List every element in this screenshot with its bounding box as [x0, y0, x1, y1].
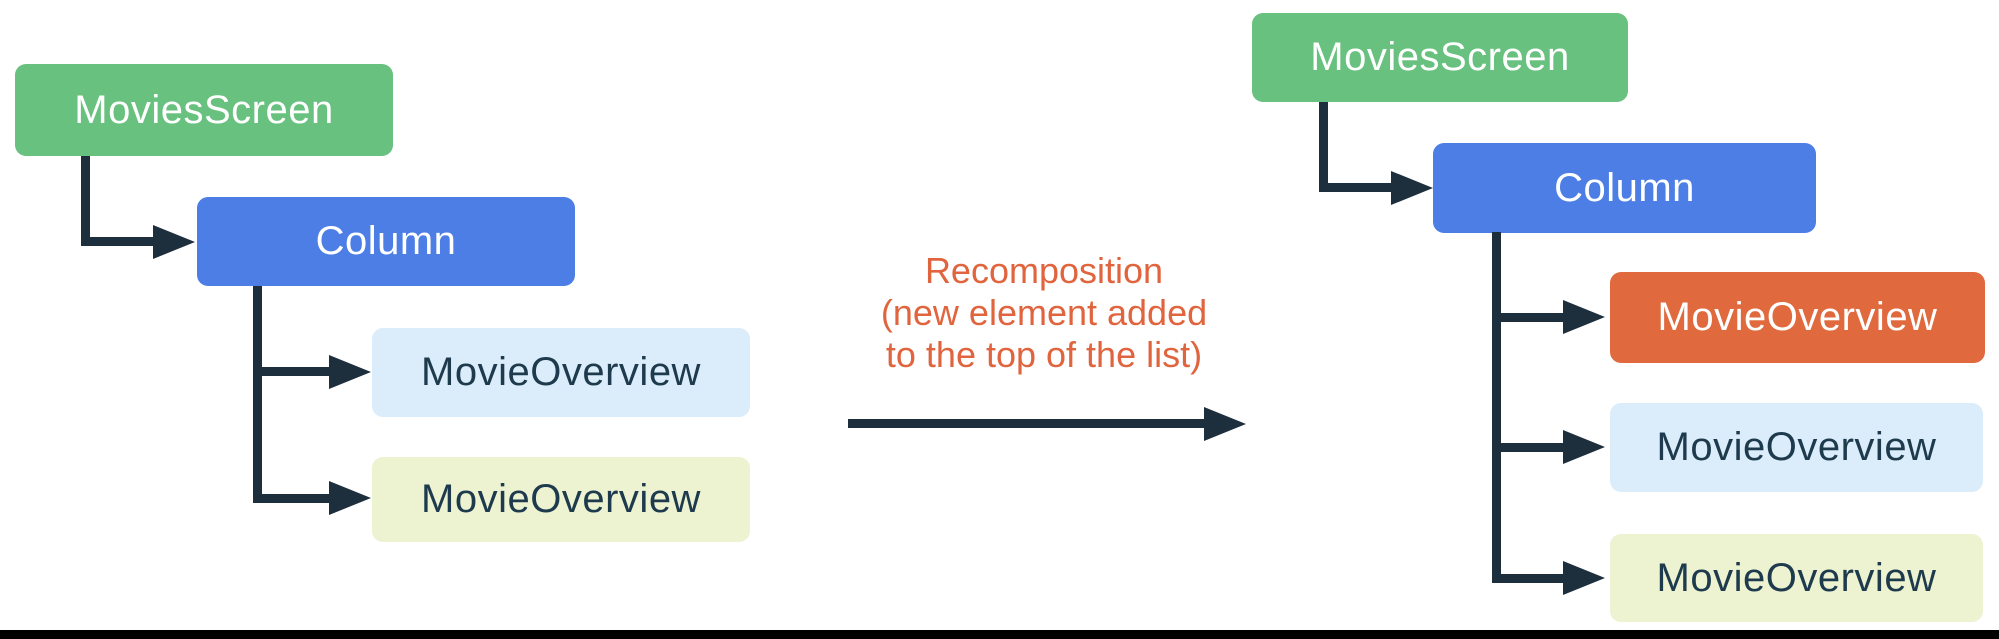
arrowhead-icon [1563, 430, 1605, 464]
node-column-right: Column [1433, 143, 1816, 233]
connector-right-root-vertical [1319, 102, 1328, 192]
node-moviesscreen-right: MoviesScreen [1252, 13, 1628, 102]
node-moviesscreen-left: MoviesScreen [15, 64, 393, 156]
node-column-left: Column [197, 197, 575, 286]
node-movieoverview-right-3: MovieOverview [1610, 534, 1983, 622]
recomposition-arrow-shaft [848, 419, 1206, 428]
connector-left-child2-horizontal [253, 494, 331, 503]
recomposition-label-line3: to the top of the list) [885, 334, 1203, 375]
connector-left-column-vertical [253, 286, 262, 503]
node-movieoverview-left-1: MovieOverview [372, 328, 750, 417]
bottom-divider [0, 630, 1999, 639]
arrowhead-icon [1563, 561, 1605, 595]
arrowhead-icon [1563, 300, 1605, 334]
connector-left-root-vertical [81, 156, 90, 246]
node-movieoverview-left-2: MovieOverview [372, 457, 750, 542]
connector-left-root-horizontal [81, 237, 155, 246]
arrowhead-icon [329, 481, 371, 515]
connector-left-child1-horizontal [253, 367, 331, 376]
connector-right-column-vertical [1492, 232, 1501, 583]
connector-right-root-horizontal [1319, 183, 1395, 192]
node-movieoverview-right-new: MovieOverview [1610, 272, 1985, 363]
arrowhead-icon [153, 225, 195, 259]
connector-right-child2-horizontal [1492, 443, 1565, 452]
recomposition-label-line1: Recomposition [924, 250, 1164, 291]
connector-right-child3-horizontal [1492, 574, 1565, 583]
connector-right-child1-horizontal [1492, 313, 1565, 322]
arrowhead-icon [329, 355, 371, 389]
node-movieoverview-right-2: MovieOverview [1610, 403, 1983, 492]
recomposition-label-line2: (new element added [880, 292, 1208, 333]
arrowhead-icon [1204, 407, 1246, 441]
arrowhead-icon [1391, 171, 1433, 205]
recomposition-label: Recomposition (new element added to the … [794, 250, 1294, 376]
